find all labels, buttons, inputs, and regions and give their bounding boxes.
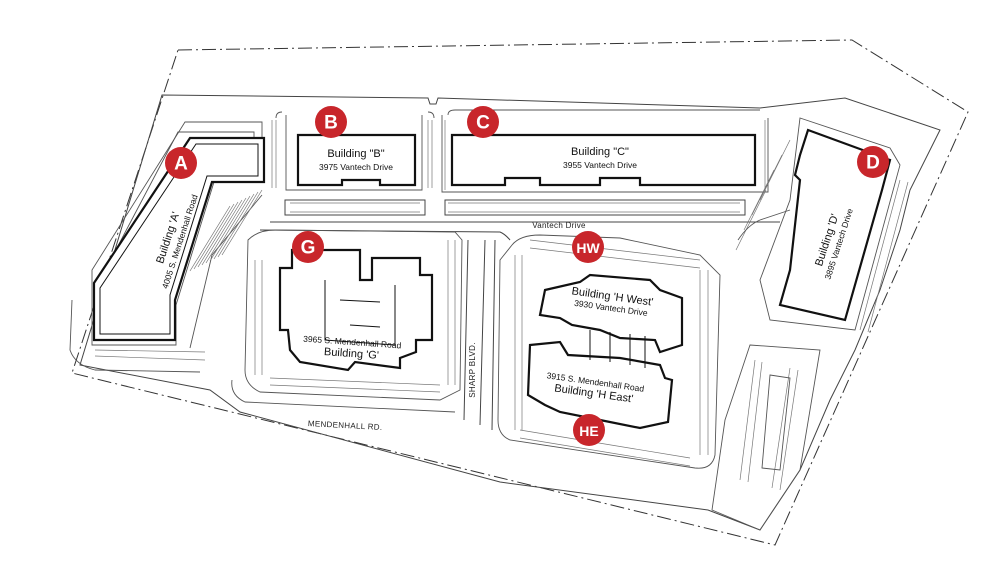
street-label-sharp: SHARP BLVD. — [468, 342, 477, 397]
building-a — [92, 136, 266, 342]
building-d — [778, 128, 892, 322]
building-h-lot — [497, 234, 721, 469]
building-b-address: 3975 Vantech Drive — [319, 162, 393, 172]
parking-stalls-vantech-north — [290, 202, 740, 213]
marker-hw-label: HW — [576, 240, 600, 256]
building-c — [450, 133, 757, 187]
building-c-name: Building "C" — [571, 146, 629, 158]
building-d-lot — [735, 117, 909, 333]
building-c-lot — [441, 109, 769, 193]
vantech-drive — [259, 221, 780, 241]
marker-he[interactable]: HE — [573, 414, 605, 446]
marker-c-label: C — [476, 113, 490, 134]
property-boundary — [71, 39, 969, 546]
label-building-g: 3965 S. Mendenhall Road Building 'G' — [303, 334, 402, 362]
marker-g-label: G — [301, 238, 316, 259]
marker-c[interactable]: C — [467, 106, 499, 138]
marker-b[interactable]: B — [315, 106, 347, 138]
marker-b-label: B — [324, 113, 338, 134]
marker-a[interactable]: A — [165, 147, 197, 179]
marker-d-label: D — [866, 153, 880, 174]
marker-g[interactable]: G — [292, 231, 324, 263]
marker-a-label: A — [174, 154, 188, 175]
sharp-blvd — [463, 239, 496, 431]
building-b-lot — [271, 111, 435, 191]
marker-hw[interactable]: HW — [572, 231, 604, 263]
building-g — [278, 248, 434, 372]
building-h-west — [538, 273, 684, 354]
street-label-mendenhall: MENDENHALL RD. — [308, 419, 383, 432]
building-g-name: Building 'G' — [324, 346, 380, 362]
parking-lot-east — [711, 344, 821, 531]
building-b — [296, 133, 417, 187]
building-g-lot — [231, 229, 463, 413]
marker-he-label: HE — [579, 423, 598, 439]
site-perimeter-curb — [79, 94, 941, 531]
marker-d[interactable]: D — [857, 146, 889, 178]
building-c-address: 3955 Vantech Drive — [563, 160, 637, 170]
building-h-east — [526, 340, 674, 430]
street-label-vantech: Vantech Drive — [532, 221, 586, 230]
building-b-name: Building "B" — [327, 148, 384, 160]
parking-stalls-a-east — [189, 189, 263, 272]
